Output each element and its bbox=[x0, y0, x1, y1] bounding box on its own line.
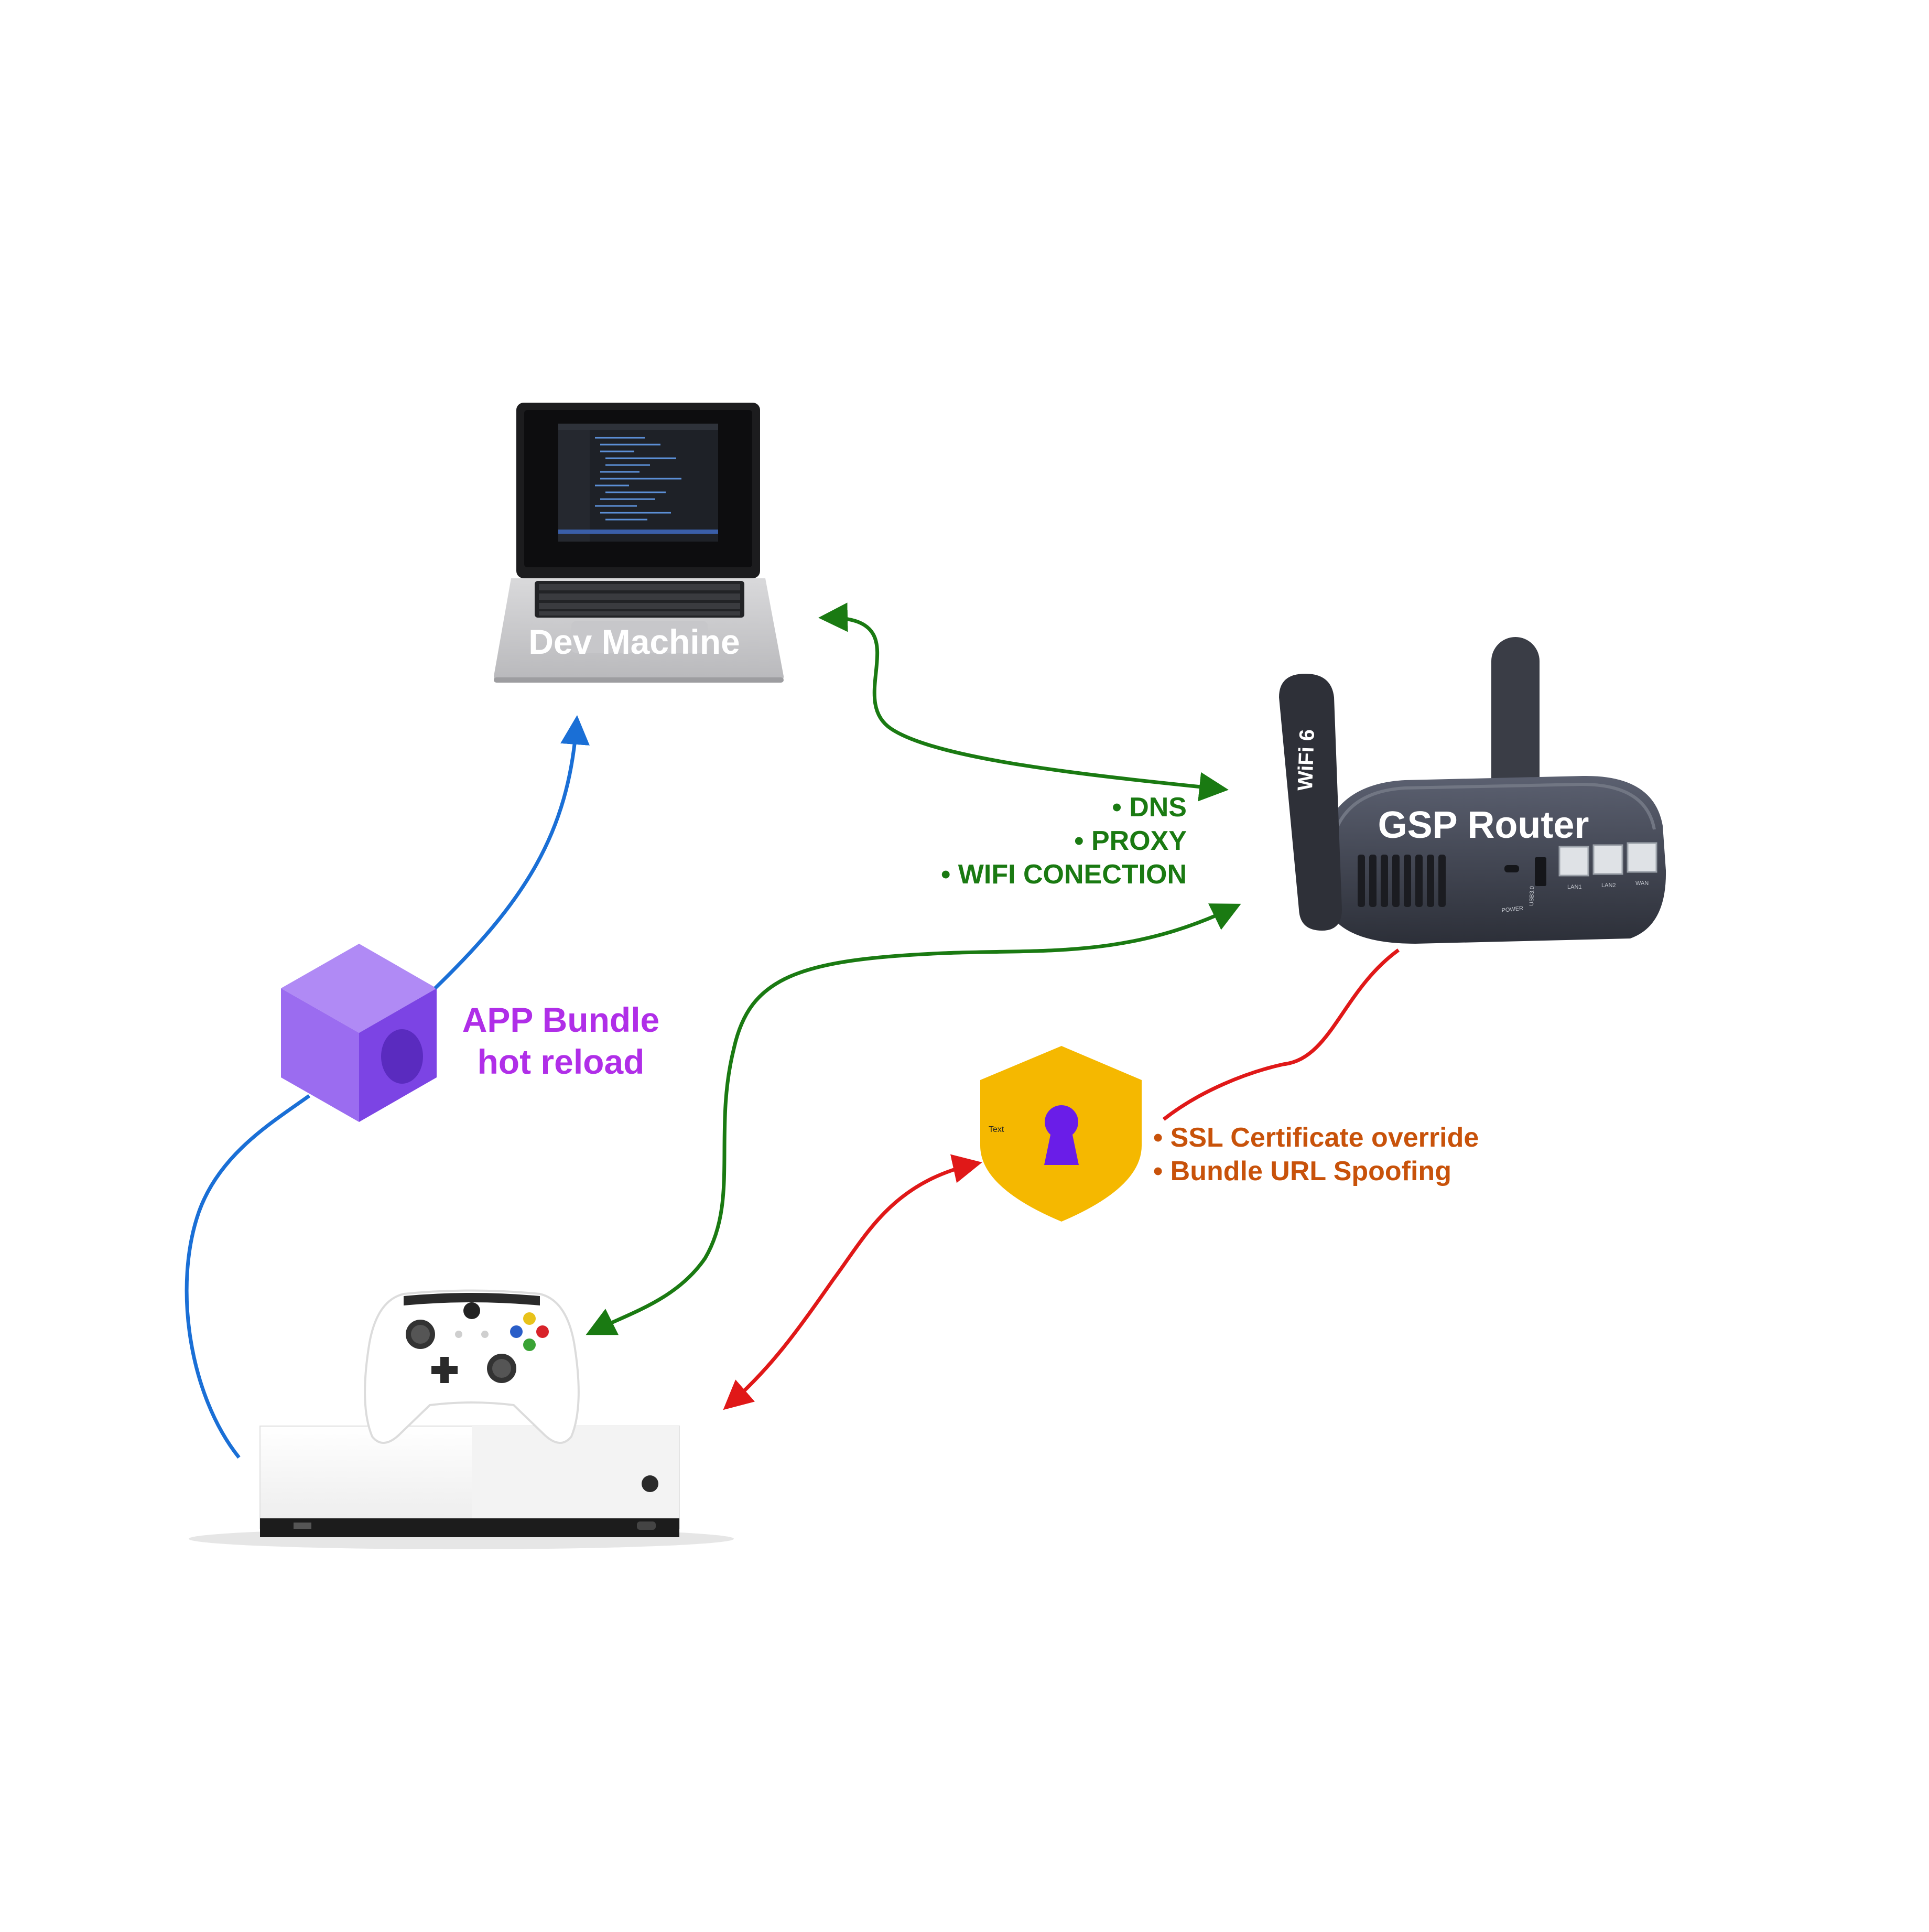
port-label-lan2: LAN2 bbox=[1601, 882, 1616, 889]
shield-xbox-arrow bbox=[723, 1154, 982, 1410]
feature-ssl-override: • SSL Certificate override bbox=[1153, 1122, 1479, 1153]
feature-wifi: • WIFI CONECTION bbox=[941, 859, 1187, 890]
router-xbox-arrow bbox=[586, 903, 1241, 1335]
feature-dns: • DNS bbox=[1112, 792, 1187, 823]
port-label-lan1: LAN1 bbox=[1567, 884, 1582, 890]
port-label-usb: USB3.0 bbox=[1529, 886, 1535, 906]
bundle-dev-arrow bbox=[434, 715, 590, 990]
laptop-image bbox=[494, 403, 784, 683]
dev-machine-label: Dev Machine bbox=[528, 622, 740, 661]
port-label-power: POWER bbox=[1501, 905, 1524, 914]
router-shield-line bbox=[1162, 948, 1400, 1121]
xbox-console-image bbox=[189, 1426, 734, 1549]
router-label: GSP Router bbox=[1378, 804, 1589, 846]
antenna-wifi-label: WiFi 6 bbox=[1294, 729, 1319, 791]
ssl-features-list: • SSL Certificate override • Bundle URL … bbox=[1153, 1121, 1552, 1188]
network-features-list: • DNS • PROXY • WIFI CONECTION bbox=[839, 791, 1187, 891]
shield-icon bbox=[980, 1046, 1142, 1222]
feature-proxy: • PROXY bbox=[1074, 826, 1187, 856]
xbox-controller-image bbox=[364, 1289, 580, 1444]
port-label-wan: WAN bbox=[1635, 880, 1649, 887]
router-image: WiFi 6 POWER USB3.0 LAN1 LAN2 WAN bbox=[1279, 637, 1666, 944]
app-bundle-line2: hot reload bbox=[477, 1042, 645, 1081]
bundle-cube-icon bbox=[281, 944, 437, 1122]
xbox-dev-arrow bbox=[185, 1094, 311, 1459]
shield-text-label: Text bbox=[989, 1125, 1004, 1134]
feature-url-spoofing: • Bundle URL Spoofing bbox=[1153, 1156, 1451, 1186]
app-bundle-label: APP Bundle hot reload bbox=[440, 999, 681, 1083]
dev-router-arrow bbox=[818, 602, 1229, 802]
app-bundle-line1: APP Bundle bbox=[462, 1000, 660, 1039]
